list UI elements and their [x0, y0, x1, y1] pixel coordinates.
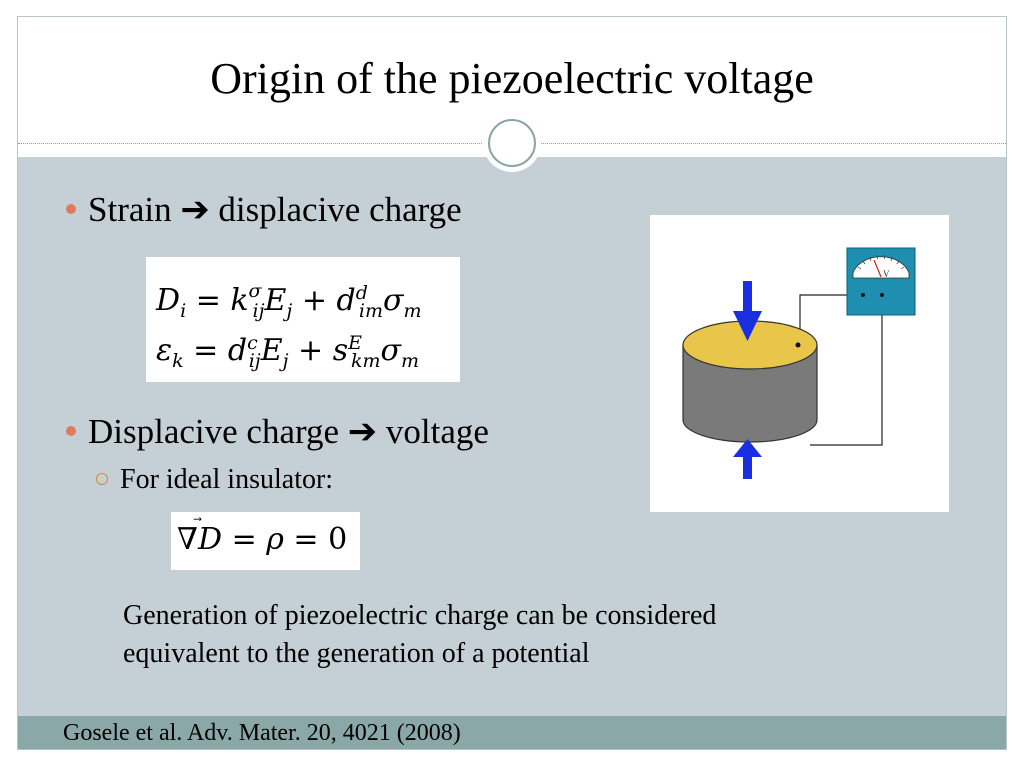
- note-line-2: equivalent to the generation of a potent…: [123, 638, 590, 669]
- voltmeter-label: V: [883, 269, 890, 279]
- constitutive-equations: Di = kσijEj + ddimσm εk = dcijEj + sEkmσ…: [146, 257, 460, 382]
- bullet-dot: [66, 425, 76, 436]
- wire-bottom: [810, 295, 883, 446]
- slide-title: Origin of the piezoelectric voltage: [210, 54, 814, 103]
- bullet-displacive-charge: Displacive charge ➔ voltage: [66, 412, 489, 452]
- note-line-1: Generation of piezoelectric charge can b…: [123, 600, 717, 631]
- note-text: Generation of piezoelectric charge can b…: [123, 597, 716, 673]
- footer-bar: Gosele et al. Adv. Mater. 20, 4021 (2008…: [18, 716, 1006, 749]
- voltmeter-needle: [873, 259, 882, 278]
- voltmeter-terminal-left: [861, 293, 865, 297]
- citation: Gosele et al. Adv. Mater. 20, 4021 (2008…: [63, 720, 461, 746]
- arrow-bottom-shaft: [743, 455, 752, 479]
- disk-side: [682, 344, 818, 443]
- arrow-bottom-head: [733, 439, 762, 457]
- gauss-law-equation: ∇D⃗ = ρ = 0: [171, 512, 360, 570]
- voltmeter-ticks: [857, 254, 905, 270]
- sub-bullet-ideal-insulator: For ideal insulator:: [96, 464, 333, 496]
- arrow-top-shaft: [743, 281, 752, 315]
- divider-ornament-ring: [488, 119, 536, 167]
- piezo-disk-figure: V: [650, 215, 949, 512]
- divider-ornament: [483, 114, 541, 172]
- bullet-dot: [66, 203, 76, 214]
- bullet-text: Strain ➔ displacive charge: [88, 190, 462, 229]
- wire-top: [799, 294, 863, 345]
- equation-gauss: ∇D⃗ = ρ = 0: [177, 522, 348, 557]
- sub-bullet-ring: [96, 472, 108, 485]
- piezo-disk-diagram: V: [682, 247, 916, 479]
- arrow-top-head: [733, 311, 762, 341]
- voltmeter-terminal-right: [880, 293, 884, 297]
- bullet-text: Displacive charge ➔ voltage: [88, 412, 489, 451]
- contact-point: [795, 342, 801, 348]
- slide: Origin of the piezoelectric voltage Stra…: [17, 16, 1007, 750]
- bullet-strain: Strain ➔ displacive charge: [66, 190, 462, 230]
- voltmeter-dial: [852, 256, 910, 279]
- equation-line-1: Di = kσijEj + ddimσm: [156, 280, 422, 322]
- equation-line-2: εk = dcijEj + sEkmσm: [156, 332, 420, 372]
- sub-bullet-text: For ideal insulator:: [120, 464, 334, 495]
